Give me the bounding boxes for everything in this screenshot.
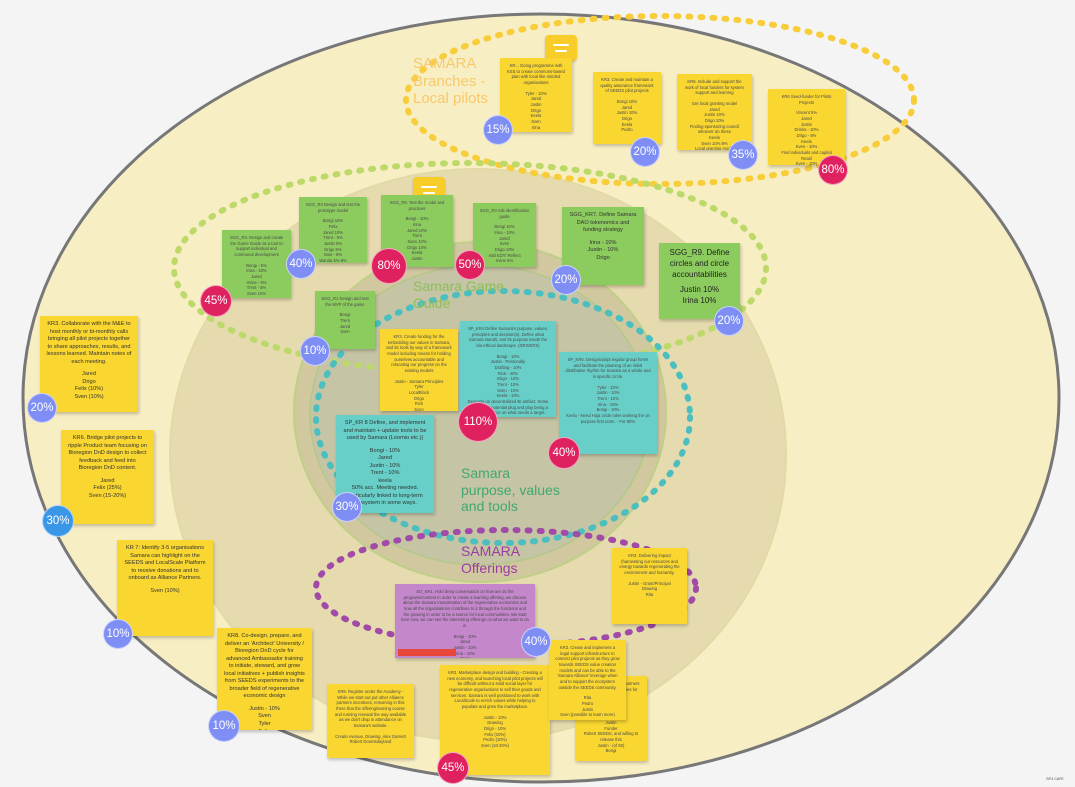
percentage-badge[interactable]: 80% <box>371 248 407 284</box>
sticky-note[interactable]: KR3. Create and implement a legal suppor… <box>549 640 626 720</box>
sticky-note[interactable]: KR3. Create and maintain a quality assur… <box>593 72 661 144</box>
sticky-note[interactable]: SP_KR5. Design/adopt regular group forms… <box>559 352 657 454</box>
percentage-badge[interactable]: 30% <box>42 505 74 537</box>
sticky-note[interactable]: KR3. Collaborate with the M&E to host mo… <box>40 316 138 412</box>
percentage-badge[interactable]: 80% <box>818 155 848 185</box>
sticky-note[interactable]: KR8. Co-design, prepare, and deliver an … <box>217 628 312 730</box>
percentage-badge[interactable]: 45% <box>437 752 469 784</box>
percentage-badge[interactable]: 20% <box>27 393 57 423</box>
red-marker-bar <box>398 649 456 656</box>
purpose-ring <box>313 288 693 546</box>
percentage-badge[interactable]: 10% <box>208 710 240 742</box>
percentage-badge[interactable]: 20% <box>714 306 744 336</box>
sticky-note[interactable]: KR 7: Identify 3-5 organisations Samara … <box>117 540 213 636</box>
branches-ring <box>403 13 917 187</box>
percentage-badge[interactable]: 45% <box>200 285 232 317</box>
percentage-badge[interactable]: 10% <box>300 336 330 366</box>
percentage-badge[interactable]: 50% <box>455 250 485 280</box>
comment-icon[interactable] <box>545 35 577 67</box>
percentage-badge[interactable]: 20% <box>551 265 581 295</box>
label-offerings: SAMARA Offerings <box>461 543 521 576</box>
footer-logo: SP.4 CAFE <box>1046 777 1064 781</box>
sticky-note[interactable]: SGG_R4. Design and create the Game Guide… <box>222 230 291 298</box>
sticky-note[interactable]: KR3. Create funding for the embedding ou… <box>380 329 458 411</box>
percentage-badge[interactable]: 35% <box>728 140 758 170</box>
sticky-note[interactable]: KR3. Marketplace design and building - C… <box>440 665 550 775</box>
sticky-note[interactable]: KR5. Include and support the work of loc… <box>677 74 752 150</box>
label-purpose: Samara purpose, values and tools <box>461 465 560 515</box>
label-game-guide: Samara Game Guide <box>413 278 505 311</box>
sticky-note[interactable]: KR8. Register under the Academy - While … <box>327 684 414 758</box>
percentage-badge[interactable]: 40% <box>286 249 316 279</box>
sticky-note[interactable]: SP_KR4 Define Samara's purpose, values, … <box>460 321 556 417</box>
percentage-badge[interactable]: 40% <box>521 627 551 657</box>
percentage-badge[interactable]: 15% <box>483 115 513 145</box>
sticky-note[interactable]: KR6. Bridge pilot projects to ripple Pro… <box>61 430 154 524</box>
sticky-note[interactable]: SO_KR1. Hold deep conversation on how ar… <box>395 584 535 658</box>
percentage-badge[interactable]: 20% <box>630 137 660 167</box>
sticky-note[interactable]: KR... Going programme with KSS to create… <box>500 58 572 132</box>
sticky-note[interactable]: KR3. Delivering impact (harnessing our r… <box>612 548 687 624</box>
percentage-badge[interactable]: 110% <box>458 402 498 442</box>
label-branches: SAMARA Branches - Local pilots <box>413 55 489 108</box>
percentage-badge[interactable]: 30% <box>332 492 362 522</box>
percentage-badge[interactable]: 40% <box>548 437 580 469</box>
percentage-badge[interactable]: 10% <box>103 619 133 649</box>
